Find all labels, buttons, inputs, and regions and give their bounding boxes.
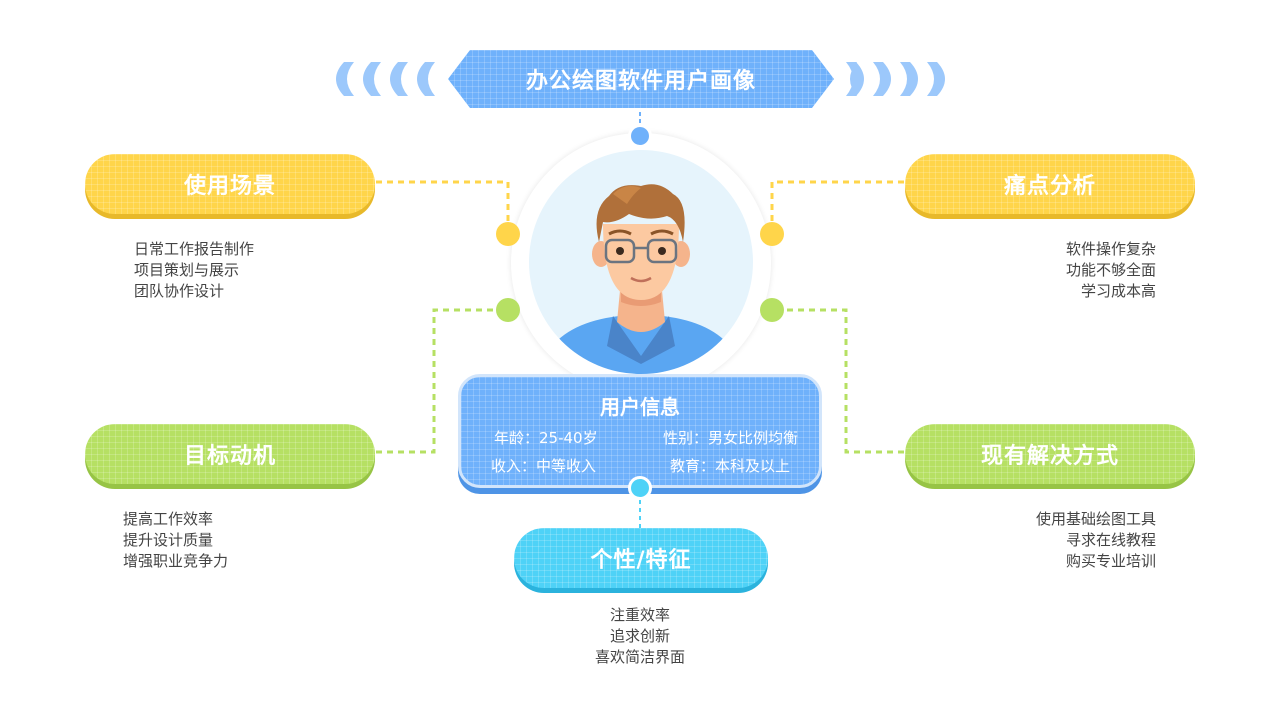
scenario-list: 日常工作报告制作 项目策划与展示 团队协作设计 xyxy=(134,239,254,302)
list-item: 购买专业培训 xyxy=(1065,552,1156,570)
list-item: 寻求在线教程 xyxy=(1065,531,1156,549)
motivation-list: 提高工作效率 提升设计质量 增强职业竞争力 xyxy=(123,509,228,572)
user-info-income: 收入：中等收入 xyxy=(491,457,597,475)
connector-dot-green-right xyxy=(760,298,784,322)
user-info-title: 用户信息 xyxy=(600,395,680,419)
user-avatar-icon xyxy=(549,184,733,374)
avatar xyxy=(529,150,753,374)
connector-dot-green-left xyxy=(496,298,520,322)
list-item: 团队协作设计 xyxy=(134,282,225,300)
user-info-age: 年龄：25-40岁 xyxy=(494,429,598,447)
scenario-title: 使用场景 xyxy=(85,154,375,214)
user-info-gender: 性别：男女比例均衡 xyxy=(663,429,799,447)
list-item: 使用基础绘图工具 xyxy=(1035,510,1156,528)
pain-points-title: 痛点分析 xyxy=(905,154,1195,214)
chevron-right-icon xyxy=(846,62,945,96)
list-item: 提高工作效率 xyxy=(123,510,214,528)
list-item: 学习成本高 xyxy=(1080,282,1156,300)
connector-dot-yellow-right xyxy=(760,222,784,246)
traits-list: 注重效率 追求创新 喜欢简洁界面 xyxy=(560,605,720,668)
list-item: 提升设计质量 xyxy=(123,531,214,549)
list-item: 软件操作复杂 xyxy=(1065,240,1156,258)
chevron-left-icon xyxy=(336,62,435,96)
traits-title: 个性/特征 xyxy=(514,528,768,588)
motivation-title: 目标动机 xyxy=(85,424,375,484)
list-item: 功能不够全面 xyxy=(1065,261,1156,279)
list-item: 项目策划与展示 xyxy=(134,261,240,279)
list-item: 日常工作报告制作 xyxy=(134,240,255,258)
solutions-title: 现有解决方式 xyxy=(905,424,1195,484)
connector-dot-top xyxy=(628,124,652,148)
pain-points-list: 软件操作复杂 功能不够全面 学习成本高 xyxy=(1066,239,1156,302)
connector-dot-bottom xyxy=(628,476,652,500)
connector-dot-yellow-left xyxy=(496,222,520,246)
list-item: 注重效率 xyxy=(609,606,670,624)
user-info-card: 用户信息 年龄：25-40岁 性别：男女比例均衡 收入：中等收入 教育：本科及以… xyxy=(458,374,822,488)
page-title: 办公绘图软件用户画像 xyxy=(448,50,834,108)
list-item: 追求创新 xyxy=(609,627,670,645)
list-item: 喜欢简洁界面 xyxy=(594,648,685,666)
list-item: 增强职业竞争力 xyxy=(123,552,229,570)
solutions-list: 使用基础绘图工具 寻求在线教程 购买专业培训 xyxy=(1036,509,1156,572)
user-info-education: 教育：本科及以上 xyxy=(670,457,791,475)
